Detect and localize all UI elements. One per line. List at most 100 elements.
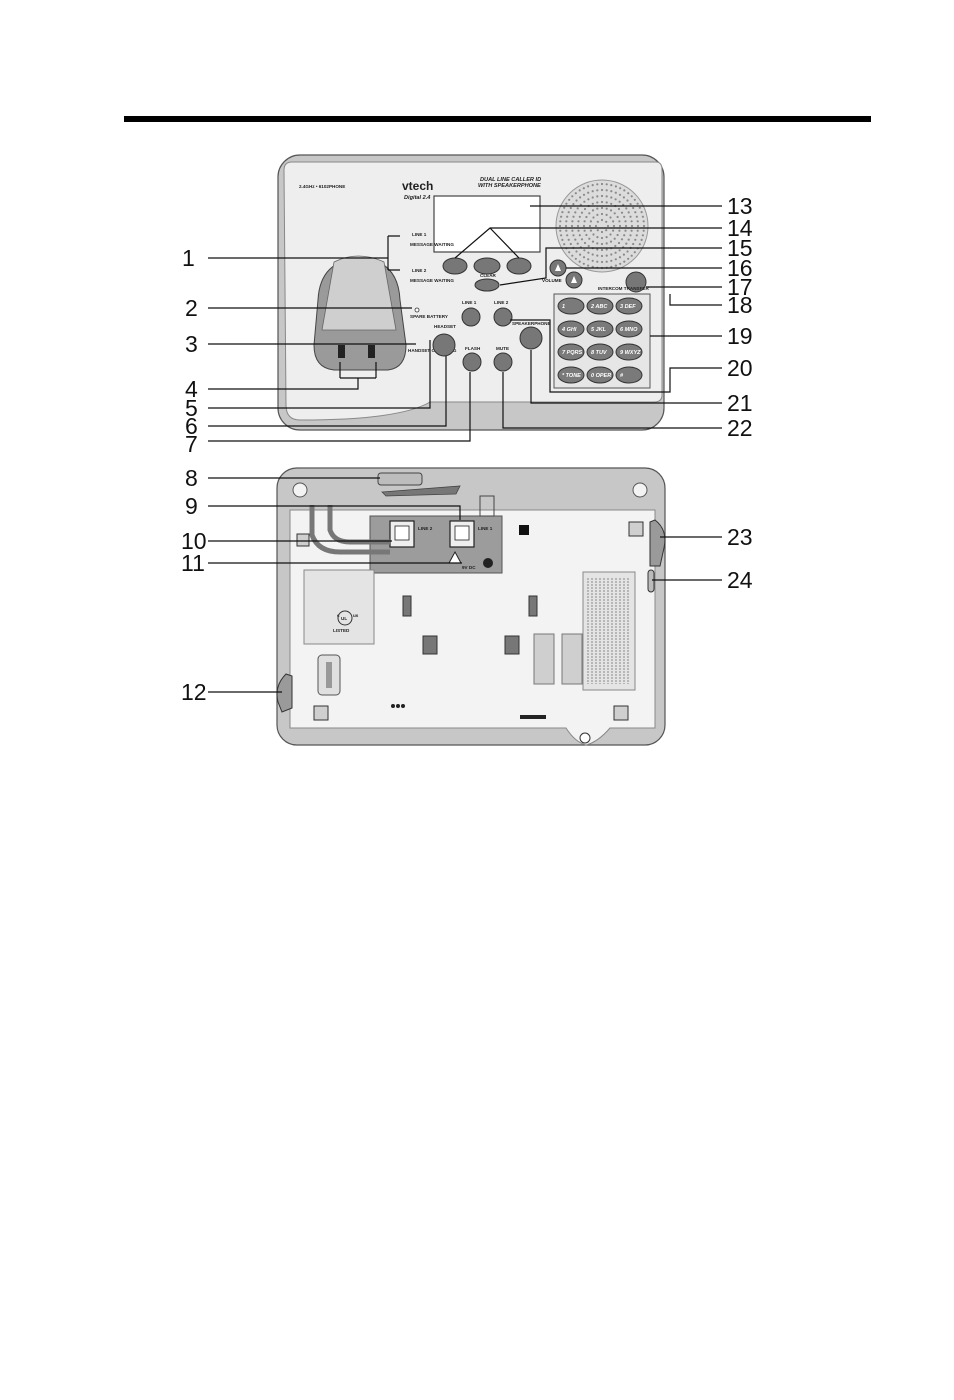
keypad-key[interactable] — [615, 366, 643, 384]
band-label: 2.4GHz • 6102PHONE — [299, 184, 345, 189]
intercom-label: INTERCOM TRANSFER — [598, 286, 649, 291]
charging-contact-right — [368, 345, 375, 358]
line1-button[interactable] — [461, 307, 481, 327]
right-hook — [647, 569, 655, 593]
keypad-key-label: # — [620, 373, 624, 379]
cord-channel — [309, 505, 390, 555]
callout-18: 18 — [727, 292, 753, 318]
clear-button[interactable] — [474, 278, 500, 292]
ul-listed: LISTED — [333, 628, 350, 633]
keypad-key-label: 4 GHI — [561, 327, 577, 333]
dial-keypad: 1 2 ABC 3 DEF 4 GHI 5 JKL 6 MNO 7 PQRS 8 TUV 9 W… — [557, 297, 643, 384]
headset-label: HEADSET — [434, 324, 456, 329]
keypad-key-label: 3 DEF — [620, 304, 636, 310]
softkey-center[interactable] — [473, 257, 501, 275]
speakerphone-label: SPEAKERPHONE — [512, 321, 551, 326]
line2-button[interactable] — [493, 307, 513, 327]
black-tab — [519, 525, 529, 535]
line2-led-label: LINE 2 — [412, 268, 427, 273]
callout-13: 13 — [727, 193, 753, 219]
product-label-right — [582, 571, 636, 691]
softkey-right[interactable] — [506, 257, 532, 275]
intercom-button[interactable] — [625, 271, 647, 293]
keypad-key-label: 9 WXYZ — [620, 350, 641, 356]
keyhole — [579, 732, 591, 744]
keypad-key-label: 2 ABC — [590, 304, 608, 310]
keypad-key[interactable] — [557, 297, 585, 315]
callout-23: 23 — [727, 524, 753, 550]
keypad-key[interactable] — [557, 320, 585, 338]
flash-button[interactable] — [462, 352, 482, 372]
cord-clip — [296, 533, 310, 547]
mounting-hole-right — [632, 482, 648, 498]
keypad-key-label: 7 PQRS — [562, 350, 583, 356]
keypad-key-label: 0 OPER — [591, 373, 611, 379]
keypad-key-label: 6 MNO — [620, 327, 638, 333]
keypad-key[interactable] — [557, 366, 585, 384]
callout-5: 5 — [185, 395, 198, 421]
keypad-key-label: 5 JKL — [591, 327, 607, 333]
callout-10: 10 — [181, 528, 207, 554]
callout-14: 14 — [727, 215, 753, 241]
mute-label: MUTE — [496, 346, 509, 351]
spare-battery-led — [414, 307, 420, 313]
keypad-key-label: 8 TUV — [591, 350, 608, 356]
softkey-left[interactable] — [442, 257, 468, 275]
dc-label: 9V DC — [462, 565, 476, 570]
callout-7: 7 — [185, 431, 198, 457]
callout-2: 2 — [185, 295, 198, 321]
ul-logo — [337, 610, 353, 626]
keypad-key[interactable] — [586, 297, 614, 315]
callout-6: 6 — [185, 413, 198, 439]
keypad-key-label: * TONE — [562, 373, 581, 379]
brand-logo: vtech — [402, 179, 433, 193]
base-bottom-view: LINE 2 LINE 1 9V DC c UL us LISTE — [276, 467, 666, 746]
product-line-1: DUAL LINE CALLER ID — [480, 177, 541, 183]
callout-19: 19 — [727, 323, 753, 349]
rating-label-text — [587, 578, 629, 684]
callout-15: 15 — [727, 235, 753, 261]
headset-button[interactable] — [432, 333, 456, 357]
keypad-key[interactable] — [586, 343, 614, 361]
message-waiting-1: MESSAGE WAITING — [410, 242, 454, 247]
keypad-key[interactable] — [586, 366, 614, 384]
callout-12: 12 — [181, 679, 207, 705]
right-latch — [649, 519, 666, 567]
mute-button[interactable] — [493, 352, 513, 372]
message-waiting-2: MESSAGE WAITING — [410, 278, 454, 283]
foot-top-right — [628, 521, 644, 537]
line1-button-label: LINE 1 — [462, 300, 477, 305]
line1-jack-label: LINE 1 — [478, 526, 493, 531]
callout-24: 24 — [727, 567, 753, 593]
charging-contact-left — [338, 345, 345, 358]
brand-tagline: Digital 2.4 — [404, 195, 431, 201]
keypad-key[interactable] — [557, 343, 585, 361]
line2-jack[interactable] — [389, 520, 415, 548]
callout-4: 4 — [185, 376, 198, 402]
handset-charging-label: HANDSET CHARGING — [408, 348, 457, 353]
keypad-key[interactable] — [615, 320, 643, 338]
callouts: 1 2 3 4 5 6 7 8 9 10 11 12 13 14 15 16 1… — [181, 193, 753, 705]
keypad-key[interactable] — [586, 320, 614, 338]
callout-3: 3 — [185, 331, 198, 357]
speakerphone-button[interactable] — [519, 326, 543, 350]
keypad-key-label: 1 — [562, 304, 565, 310]
callout-1: 1 — [182, 245, 195, 271]
spare-battery-label: SPARE BATTERY — [410, 314, 448, 319]
top-latch — [377, 472, 423, 486]
product-label-left — [303, 569, 375, 645]
keypad-key[interactable] — [615, 343, 643, 361]
lcd-display — [433, 195, 541, 253]
line2-button-label: LINE 2 — [494, 300, 509, 305]
keypad-key[interactable] — [615, 297, 643, 315]
mounting-hole-left — [292, 482, 308, 498]
base-top-view: vtech Digital 2.4 2.4GHz • 6102PHONE DUA… — [277, 154, 665, 431]
ul-us: us — [353, 613, 359, 618]
dc-power-jack[interactable] — [483, 558, 493, 568]
callout-16: 16 — [727, 255, 753, 281]
callout-9: 9 — [185, 493, 198, 519]
foot-bottom-right — [613, 705, 629, 721]
flash-label: FLASH — [465, 346, 481, 351]
callout-21: 21 — [727, 390, 753, 416]
